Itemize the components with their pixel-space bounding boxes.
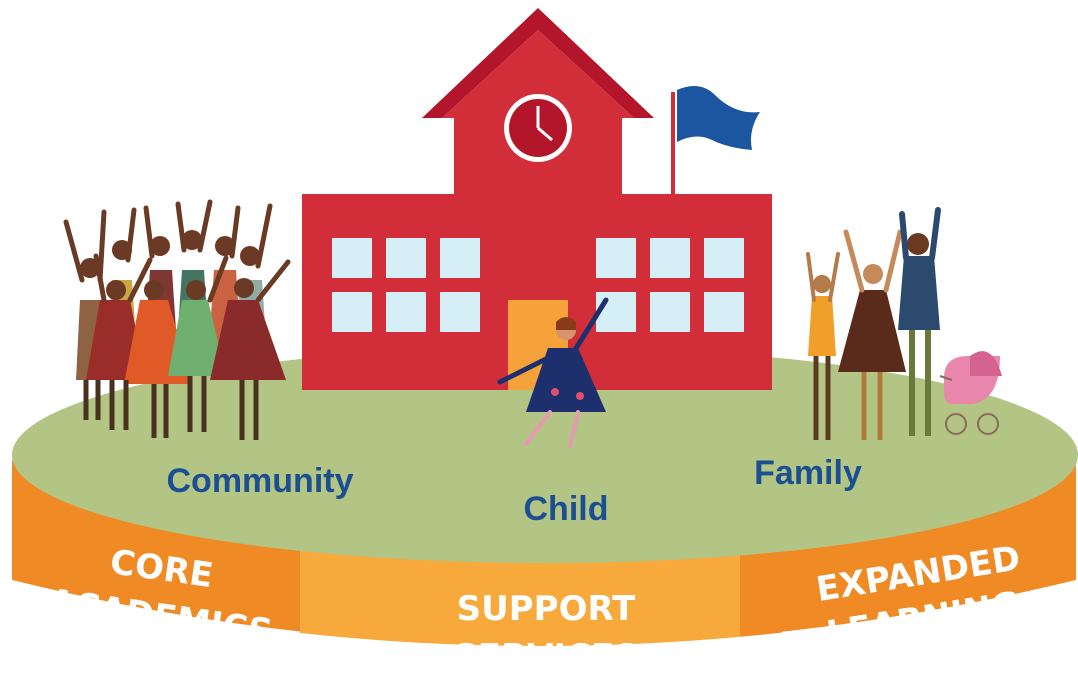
grass-field xyxy=(12,347,1078,563)
community-crowd xyxy=(63,199,291,440)
windows-right xyxy=(596,238,744,332)
band-arrow-right xyxy=(740,548,798,652)
support-label-line1: SUPPORT xyxy=(457,589,636,629)
community-label: Community xyxy=(167,462,354,500)
stroller-icon xyxy=(939,351,1002,435)
band-bottom-mask xyxy=(0,580,1078,696)
flag-icon xyxy=(671,86,760,194)
school-building xyxy=(302,8,772,390)
child-figure xyxy=(497,297,609,448)
support-services-label: SUPPORT SERVICES xyxy=(453,589,639,677)
child-label: Child xyxy=(524,490,609,528)
windows-left xyxy=(332,238,480,332)
family-group xyxy=(806,207,1002,440)
support-label-line2: SERVICES xyxy=(453,637,639,677)
family-label: Family xyxy=(754,454,862,492)
clock-icon xyxy=(504,94,572,162)
roof-gable xyxy=(442,30,634,118)
band-arrow-left xyxy=(300,548,358,652)
